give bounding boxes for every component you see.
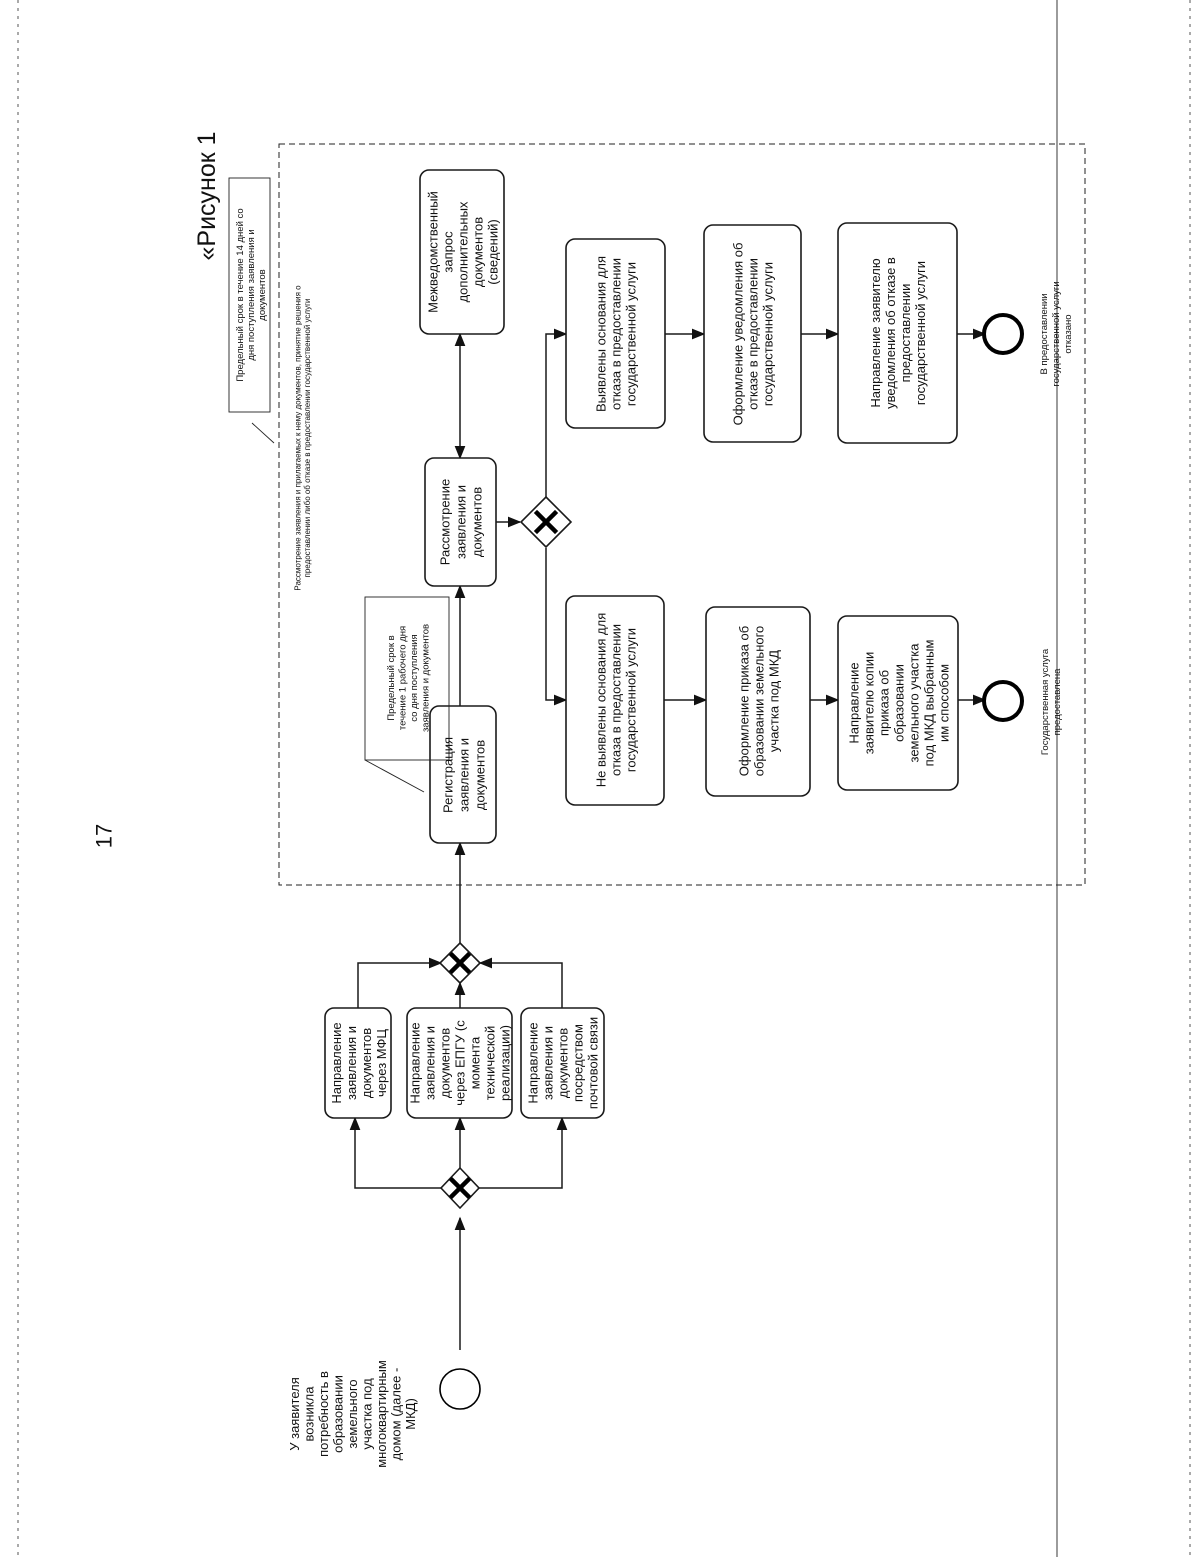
task-refusal-notice — [703, 224, 802, 443]
task-send-order-label: Направлениезаявителю копииприказа обобра… — [846, 640, 951, 767]
edge-mfc-to-merge — [357, 957, 443, 1008]
labels: «Рисунок 1 17 У заявителявозниклапотребнос… — [91, 131, 1074, 1467]
task-submit-post — [520, 1007, 605, 1119]
page-title: «Рисунок 1 — [193, 131, 221, 260]
task-submit-epgu-label: Направлениезаявления идокументовчерез ЕП… — [407, 1020, 512, 1106]
group-label: Рассмотрение заявления и прилагаемых к н… — [294, 285, 313, 591]
task-review — [424, 457, 497, 587]
task-submit-post-label: Направлениезаявления идокументовпосредст… — [525, 1017, 600, 1109]
edge-decision-to-grant — [545, 548, 568, 706]
task-registration-label: Регистрациязаявления идокументов — [441, 737, 488, 813]
edges — [251, 328, 987, 1350]
split-gateway — [439, 1166, 481, 1210]
task-order-label: Оформление приказа обобразовании земельн… — [736, 626, 781, 777]
task-refusal-grounds-label: Выявлены основания дляотказа в предостав… — [593, 256, 638, 412]
task-interagency-request — [419, 169, 505, 335]
task-submit-epgu — [406, 1007, 513, 1119]
task-refusal-notice-label: Оформление уведомления оботказе в предос… — [730, 243, 775, 426]
task-submit-mfc-label: Направлениезаявления идокументовчерез МФ… — [329, 1022, 389, 1103]
end-refused-label: В предоставлениигосударственной услугиот… — [1039, 281, 1074, 386]
page-number: 17 — [91, 824, 116, 848]
task-send-refusal — [837, 222, 958, 444]
registration-note-box — [364, 596, 450, 761]
edge-post-to-merge — [478, 957, 563, 1008]
end-event-refused — [982, 313, 1024, 355]
edge-split-to-post — [479, 1116, 568, 1189]
task-refusal-grounds — [565, 238, 666, 429]
task-interagency-label: Межведомственныйзапросдополнительныхдоку… — [425, 191, 500, 313]
end-granted-label: Государственная услугапредоставлена — [1040, 648, 1063, 755]
task-order — [705, 606, 811, 797]
registration-note-label: Предельный срок втечение 1 рабочего дняс… — [386, 624, 432, 732]
decision-gateway — [519, 495, 573, 549]
start-event — [439, 1368, 481, 1410]
task-review-label: Рассмотрениезаявления идокументов — [438, 479, 485, 565]
merge-gateway — [438, 941, 482, 985]
edge-split-to-mfc — [349, 1116, 441, 1189]
review-note-leader — [251, 422, 275, 444]
end-event-granted — [982, 680, 1024, 722]
task-send-order — [837, 615, 959, 791]
edge-decision-to-refuse — [545, 328, 568, 497]
task-registration — [429, 705, 497, 844]
start-event-label: У заявителявозниклапотребность вобразова… — [287, 1360, 418, 1468]
registration-note-leader — [364, 759, 425, 793]
task-send-refusal-label: Направление заявителюуведомления об отка… — [868, 257, 928, 409]
review-note-box — [228, 177, 271, 413]
task-submit-mfc — [324, 1007, 392, 1119]
task-no-grounds-label: Не выявлены основания дляотказа в предос… — [593, 613, 638, 788]
review-group-boundary — [278, 143, 1086, 886]
review-note-label: Предельный срок в течение 14 дней содня … — [235, 208, 268, 381]
task-no-grounds — [565, 595, 665, 806]
